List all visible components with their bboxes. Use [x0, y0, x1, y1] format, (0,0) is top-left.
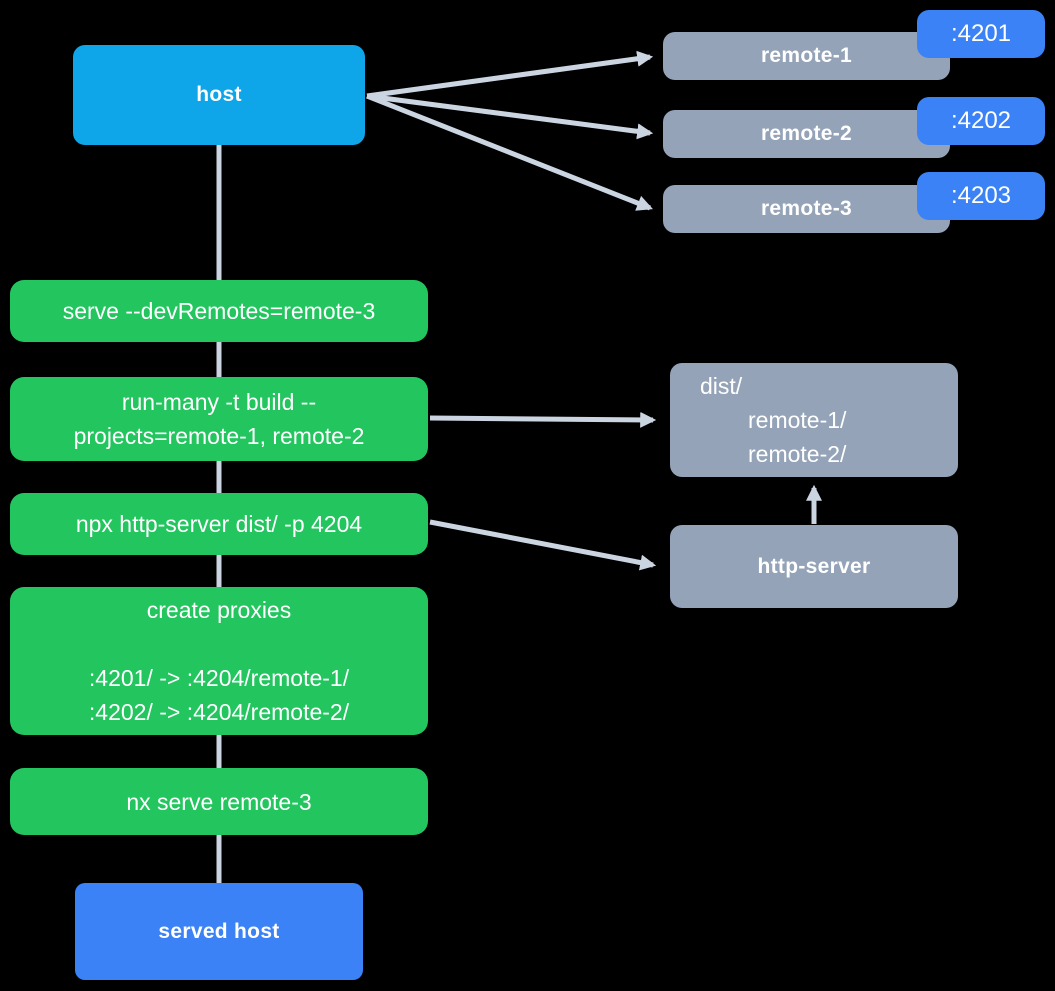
command-create-proxies: create proxies :4201/ -> :4204/remote-1/…	[10, 587, 428, 735]
dist-root-label: dist/	[700, 373, 743, 399]
port-badge-4201: :4201	[917, 10, 1045, 58]
httpserver-cmd-to-httpserver-arrow	[429, 519, 657, 571]
host-to-remote-1-arrow	[366, 50, 654, 99]
command-npx-http-server: npx http-server dist/ -p 4204	[10, 493, 428, 555]
command-nx-serve-remote-3: nx serve remote-3	[10, 768, 428, 835]
command-run-many-build: run-many -t build -- projects=remote-1, …	[10, 377, 428, 461]
command-serve-devremotes: serve --devRemotes=remote-3	[10, 280, 428, 342]
port-badge-4203: :4203	[917, 172, 1045, 220]
dist-folder-node: dist/ remote-1/ remote-2/	[670, 363, 958, 477]
host-node: host	[73, 45, 365, 145]
dist-remote-2-label: remote-2/	[748, 441, 847, 467]
remote-3-node: remote-3	[663, 185, 950, 233]
served-host-node: served host	[75, 883, 363, 980]
http-server-node: http-server	[670, 525, 958, 608]
remote-1-node: remote-1	[663, 32, 950, 80]
build-to-dist-arrow	[429, 411, 657, 428]
host-to-remote-2-arrow	[366, 93, 654, 140]
host-to-remote-3-arrow	[366, 93, 653, 211]
remote-2-node: remote-2	[663, 110, 950, 158]
dist-remote-1-label: remote-1/	[748, 407, 847, 433]
port-badge-4202: :4202	[917, 97, 1045, 145]
